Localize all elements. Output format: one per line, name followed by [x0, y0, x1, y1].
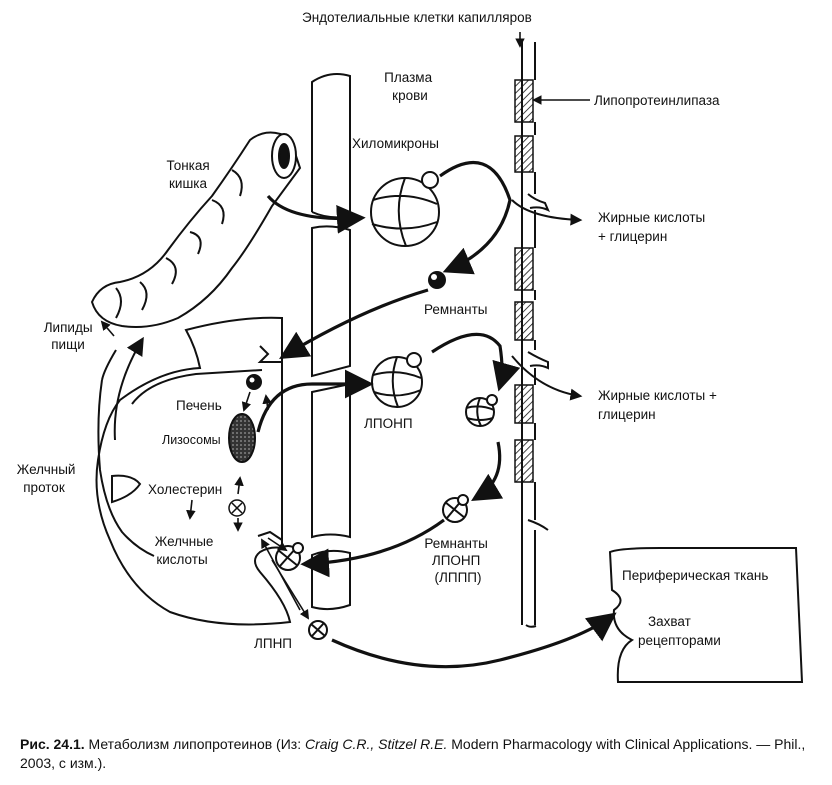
- vldl-particle-small: [465, 394, 498, 427]
- ldl-particle: [308, 620, 328, 640]
- label-ldl: ЛПНП: [254, 636, 292, 651]
- lipoprotein-lipase-markers: [514, 79, 534, 483]
- lipoprotein-metabolism-diagram: Эндотелиальные клетки капилляров Плазма …: [17, 10, 804, 683]
- idl-particle: [442, 494, 469, 523]
- vldl-particle: [371, 352, 423, 408]
- flow-arrows: [256, 160, 617, 669]
- label-bile-acids: Желчные кислоты: [155, 534, 217, 567]
- caption-text-1: Метаболизм липопротеинов (Из:: [84, 736, 305, 752]
- label-food-lipids: Липиды пищи: [44, 320, 97, 352]
- label-small-intestine: Тонкая кишка: [167, 158, 214, 191]
- pointer-arrows: [100, 32, 590, 620]
- label-lysosomes: Лизосомы: [162, 433, 221, 447]
- liver-dark-particle: [246, 374, 262, 390]
- cholesterol-particle: [228, 499, 246, 517]
- chylomicron: [370, 171, 440, 247]
- figure-caption: Рис. 24.1. Метаболизм липопротеинов (Из:…: [20, 735, 820, 773]
- bile-duct: [97, 349, 155, 557]
- caption-text-2: Modern Pharmacology with Clinical Applic…: [20, 736, 806, 771]
- label-receptor-uptake: Захват рецепторами: [638, 614, 721, 648]
- label-liver: Печень: [176, 398, 222, 413]
- label-plasma: Плазма крови: [384, 70, 436, 103]
- remnant-particle: [428, 271, 446, 289]
- fatty-acid-arrows: [511, 199, 583, 401]
- liver: [95, 316, 292, 626]
- vessel-wall-left: [311, 73, 351, 611]
- lysosome: [228, 413, 256, 463]
- label-lipoprotein-lipase: Липопротеинлипаза: [594, 93, 720, 108]
- label-endothelial: Эндотелиальные клетки капилляров: [302, 10, 532, 25]
- bile-duct-inner-arrow: [113, 336, 144, 441]
- caption-fig-number: Рис. 24.1.: [20, 736, 85, 752]
- label-fatty-acids-2: Жирные кислоты + глицерин: [598, 388, 721, 422]
- label-vldl: ЛПОНП: [364, 416, 413, 431]
- label-fatty-acids-1: Жирные кислоты + глицерин: [598, 210, 709, 244]
- caption-authors: Craig C.R., Stitzel R.E.: [304, 736, 448, 752]
- label-chylomicrons: Хиломикроны: [352, 136, 439, 151]
- label-bile-duct: Желчный проток: [17, 462, 79, 495]
- label-peripheral-tissue: Периферическая ткань: [622, 568, 768, 583]
- label-vldl-remnants: Ремнанты ЛПОНП (ЛППП): [424, 536, 491, 585]
- peripheral-tissue: [608, 547, 804, 683]
- label-remnants: Ремнанты: [424, 302, 488, 317]
- label-cholesterol: Холестерин: [148, 482, 222, 497]
